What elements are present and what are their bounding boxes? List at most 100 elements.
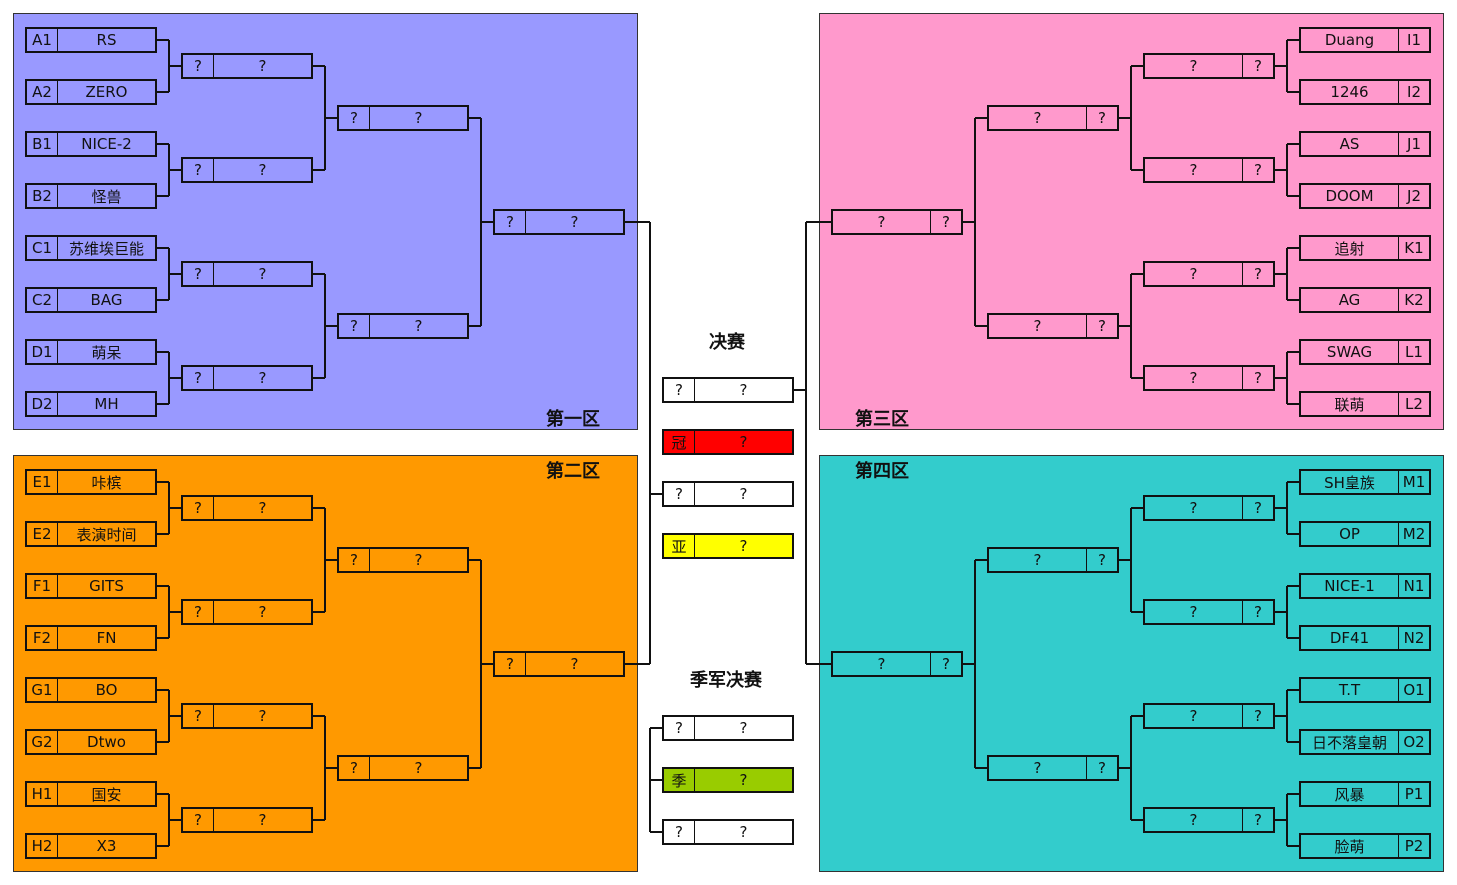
team-unknown: ? <box>1189 161 1198 179</box>
team-name: 萌呆 <box>91 343 122 362</box>
third-seed: ? <box>664 821 695 843</box>
team-unknown: ? <box>1189 265 1198 283</box>
team-unknown: ? <box>1189 603 1198 621</box>
team-unknown: ? <box>258 811 267 829</box>
team-seed: N2 <box>1398 627 1429 649</box>
region4-round2-slot: ?? <box>1143 807 1275 833</box>
seed-unknown: ? <box>183 497 214 519</box>
final-team: ? <box>739 485 748 503</box>
team-unknown: ? <box>414 759 423 777</box>
seed-unknown: ? <box>339 315 370 337</box>
third-team: ? <box>739 771 748 789</box>
region3-region-winner-slot: ?? <box>831 209 963 235</box>
region2-team-slot: E1 咔槟 <box>25 469 157 495</box>
runner-up-slot: 亚? <box>662 533 794 559</box>
team-seed: B1 <box>27 133 58 155</box>
final-slot-a: ?? <box>662 377 794 403</box>
region3-round2-slot: ?? <box>1143 365 1275 391</box>
final-team: ? <box>739 381 748 399</box>
team-seed: C1 <box>27 237 58 259</box>
team-seed: F1 <box>27 575 58 597</box>
team-name: 国安 <box>91 785 122 804</box>
seed-unknown: ? <box>339 107 370 129</box>
final-seed: ? <box>664 483 695 505</box>
third-team: ? <box>739 823 748 841</box>
final-title: 决赛 <box>709 332 745 353</box>
team-name: NICE-2 <box>81 135 132 153</box>
team-unknown: ? <box>258 499 267 517</box>
region2-round2-slot: ?? <box>181 599 313 625</box>
region2-round2-slot: ?? <box>181 495 313 521</box>
seed-unknown: ? <box>1242 601 1273 623</box>
team-unknown: ? <box>1033 109 1042 127</box>
final-seed: ? <box>664 379 695 401</box>
team-name: DF41 <box>1329 629 1370 647</box>
team-name: T.T <box>1338 681 1361 699</box>
team-seed: E2 <box>27 523 58 545</box>
team-unknown: ? <box>258 707 267 725</box>
seed-unknown: ? <box>1242 497 1273 519</box>
team-seed: J1 <box>1398 133 1429 155</box>
team-name: 联萌 <box>1334 395 1365 414</box>
region-4-title: 第四区 <box>855 461 909 482</box>
team-name: BO <box>95 681 118 699</box>
region1-round2-slot: ?? <box>181 157 313 183</box>
team-unknown: ? <box>1033 759 1042 777</box>
team-unknown: ? <box>570 213 579 231</box>
seed-unknown: ? <box>339 757 370 779</box>
team-unknown: ? <box>1189 811 1198 829</box>
champion-slot: 冠? <box>662 429 794 455</box>
third-seed: ? <box>664 717 695 739</box>
team-name: RS <box>96 31 117 49</box>
region3-round2-slot: ?? <box>1143 157 1275 183</box>
seed-unknown: ? <box>1242 367 1273 389</box>
team-unknown: ? <box>1189 499 1198 517</box>
team-unknown: ? <box>877 655 886 673</box>
seed-unknown: ? <box>1086 549 1117 571</box>
third-place-title: 季军决赛 <box>690 670 762 691</box>
seed-unknown: ? <box>1086 757 1117 779</box>
seed-unknown: ? <box>183 55 214 77</box>
region4-region-winner-slot: ?? <box>831 651 963 677</box>
team-name: MH <box>94 395 119 413</box>
team-unknown: ? <box>1189 369 1198 387</box>
region-3-title: 第三区 <box>855 409 909 430</box>
team-unknown: ? <box>877 213 886 231</box>
team-seed: E1 <box>27 471 58 493</box>
region4-round3-slot: ?? <box>987 547 1119 573</box>
team-seed: B2 <box>27 185 58 207</box>
team-name: AS <box>1339 135 1360 153</box>
third-place-slot-a: ?? <box>662 715 794 741</box>
team-name: NICE-1 <box>1324 577 1375 595</box>
team-unknown: ? <box>258 161 267 179</box>
seed-unknown: ? <box>183 367 214 389</box>
team-name: 脸萌 <box>1334 837 1365 856</box>
region4-round2-slot: ?? <box>1143 703 1275 729</box>
team-seed: I1 <box>1398 29 1429 51</box>
region-1-title: 第一区 <box>546 409 600 430</box>
region1-round3-slot: ?? <box>337 313 469 339</box>
region1-round2-slot: ?? <box>181 53 313 79</box>
team-name: FN <box>96 629 117 647</box>
team-unknown: ? <box>1189 57 1198 75</box>
seed-unknown: ? <box>183 601 214 623</box>
team-name: OP <box>1339 525 1360 543</box>
team-unknown: ? <box>414 317 423 335</box>
team-name: 咔槟 <box>91 473 122 492</box>
region4-round2-slot: ?? <box>1143 495 1275 521</box>
seed-unknown: ? <box>495 653 526 675</box>
